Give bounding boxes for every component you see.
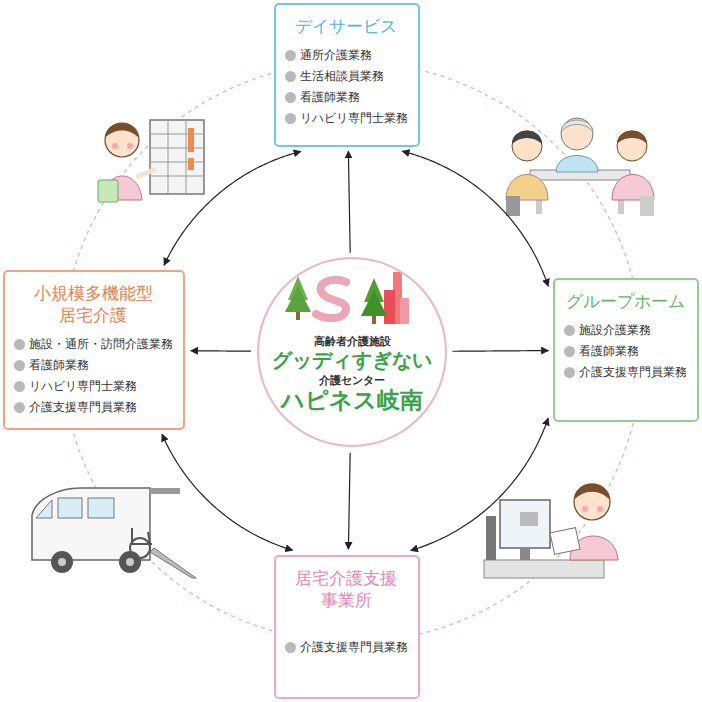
service-box: グループホーム施設介護業務看護師業務介護支援専門員業務 [553,278,699,422]
nurse-chart-part [150,134,204,135]
facility-name: グッディすぎない [272,348,432,372]
logo-part [400,298,409,324]
consultation-scene-part [561,120,593,132]
logo [285,272,409,324]
duty-item: 介護支援専門員業務 [284,637,408,658]
consultation-scene-part [640,196,654,216]
facility-subtitle: 介護センター [319,374,385,387]
service-box: 小規模多機能型 居宅介護施設・通所・訪問介護業務看護師業務リハビリ専門士業務介護… [3,270,185,430]
duty-item: 通所介護業務 [284,45,408,66]
consultation-scene-part [561,118,593,150]
connector-arrow [402,151,548,286]
nurse-computer-part [574,484,610,520]
logo-part [372,316,376,324]
connector-arrow [348,151,350,253]
service-box: デイサービス通所介護業務生活相談員業務看護師業務リハビリ専門士業務 [274,3,420,147]
welfare-van [32,488,196,578]
duty-item: 施設介護業務 [563,320,687,341]
duty-item: 看護師業務 [563,341,687,362]
box-heading: 居宅介護支援 事業所 [292,567,399,611]
duty-item: 施設・通所・訪問介護業務 [13,334,173,355]
nurse-computer-part [582,506,588,512]
logo-part [285,286,311,312]
duty-item: 看護師業務 [284,87,408,108]
duty-item: 介護支援専門員業務 [563,362,687,383]
nurse-computer-part [520,548,530,560]
consultation-scene-part [617,131,647,145]
welfare-van-part [150,488,180,494]
logo-part [361,290,387,316]
welfare-van-part [51,551,73,573]
nurse-chart-part [150,148,204,149]
welfare-van-part [58,498,82,518]
consultation-scene-part [512,131,542,161]
consultation-scene-part [617,131,647,161]
nurse-chart-part [188,158,194,170]
nurse-computer-part [500,500,550,548]
nurse-computer-part [486,516,496,560]
nurse-chart-part [188,128,194,152]
box-heading: グループホーム [563,290,687,312]
nurse-computer-part [597,506,603,512]
welfare-van-part [58,558,66,566]
facility-name: ハピネス岐南 [281,387,423,415]
welfare-van-part [88,498,114,518]
duty-item: リハビリ専門士業務 [284,108,408,129]
duty-item: 看護師業務 [13,355,173,376]
nurse-chart-part [98,180,118,202]
consultation-scene-part [506,196,520,216]
connector-arrow [411,418,548,550]
nurse-computer-part [520,512,538,526]
duty-item: 介護支援専門員業務 [13,397,173,418]
welfare-van-part [36,500,52,518]
nurse-chart-part [150,162,204,163]
connector-arrow [348,453,350,549]
nurse-chart [98,120,204,202]
nurse-chart-part [105,123,139,157]
box-heading: 小規模多機能型 居宅介護 [31,282,155,326]
center-ground [257,257,447,447]
connector-arrow [162,434,293,550]
consultation-scene-part [556,156,598,173]
nurse-chart-part [127,143,133,149]
welfare-van-part [150,548,196,578]
nurse-computer-part [574,484,610,501]
nurse-chart-part [186,120,187,194]
duty-item: 生活相談員業務 [284,66,408,87]
box-heading: デイサービス [284,15,408,37]
welfare-van-part [32,488,150,560]
nurse-computer-part [484,560,604,578]
nurse-chart-part [150,176,204,177]
nurse-chart-part [168,120,169,194]
consultation-scene [506,118,654,216]
logo-part [384,290,395,324]
center-circle: 高齢者介護施設グッディすぎない介護センターハピネス岐南 [257,257,447,447]
service-box: 居宅介護支援 事業所介護支援専門員業務 [274,555,420,699]
connector-arrow [191,350,251,352]
connector-arrow [452,350,548,352]
facility-subtitle: 高齢者介護施設 [314,335,391,348]
nurse-chart-part [105,123,139,138]
consultation-scene-part [512,131,542,145]
nurse-computer-part [550,528,580,555]
connector-arrow [164,151,301,265]
logo-part [316,280,346,318]
duty-item: リハビリ専門士業務 [13,376,173,397]
nurse-chart-part [138,170,154,176]
welfare-van-part [132,528,152,544]
welfare-van-part [119,551,141,573]
nurse-chart-part [112,143,118,149]
nurse-chart-part [150,120,204,194]
nurse-computer [484,484,618,579]
logo-part [296,312,300,320]
welfare-van-part [126,558,134,566]
